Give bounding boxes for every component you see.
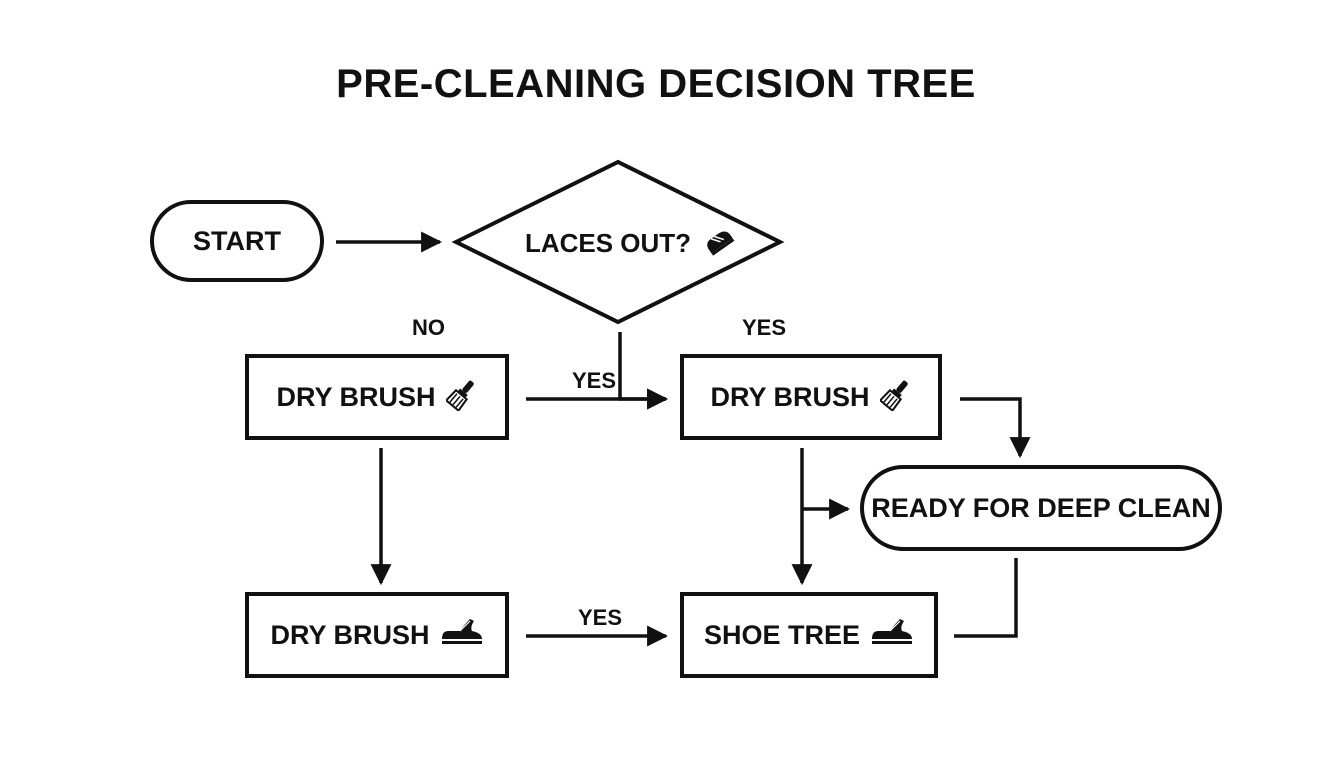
edge-decision-to-dry-brush-right [618, 332, 669, 410]
start-node: START [150, 200, 324, 282]
dry-brush-bottom-node: DRY BRUSH [245, 592, 509, 678]
page-title: PRE-CLEANING DECISION TREE [336, 62, 976, 106]
shoe-icon [870, 617, 914, 654]
shoe-tree-node: SHOE TREE [680, 592, 938, 678]
dry-brush-bottom-label: DRY BRUSH [270, 619, 430, 650]
edge-label-no: NO [412, 315, 445, 340]
decision-label: LACES OUT? [524, 227, 692, 258]
dry-brush-right-node: DRY BRUSH [680, 354, 942, 440]
start-label: START [193, 225, 281, 256]
ready-label: READY FOR DEEP CLEAN [871, 492, 1211, 523]
edge-label-yes-middle: YES [572, 368, 617, 393]
edge-shoe-tree-to-ready [954, 558, 1018, 638]
shoe-icon [440, 617, 484, 654]
edge-dry-brush-right-to-ready [960, 397, 1031, 459]
shoe-tree-label: SHOE TREE [703, 619, 861, 650]
brush-icon [878, 377, 912, 418]
edge-label-yes-bottom: YES [578, 605, 623, 630]
decision-node: LACES OUT? [500, 212, 760, 274]
brush-icon [444, 377, 478, 418]
ready-node: READY FOR DEEP CLEAN [860, 465, 1222, 551]
dry-brush-right-label: DRY BRUSH [710, 381, 870, 412]
dry-brush-left-label: DRY BRUSH [276, 381, 436, 412]
sneaker-icon [701, 223, 735, 264]
decision-diamond [451, 159, 785, 325]
edge-label-yes-top: YES [742, 315, 787, 340]
dry-brush-left-node: DRY BRUSH [245, 354, 509, 440]
